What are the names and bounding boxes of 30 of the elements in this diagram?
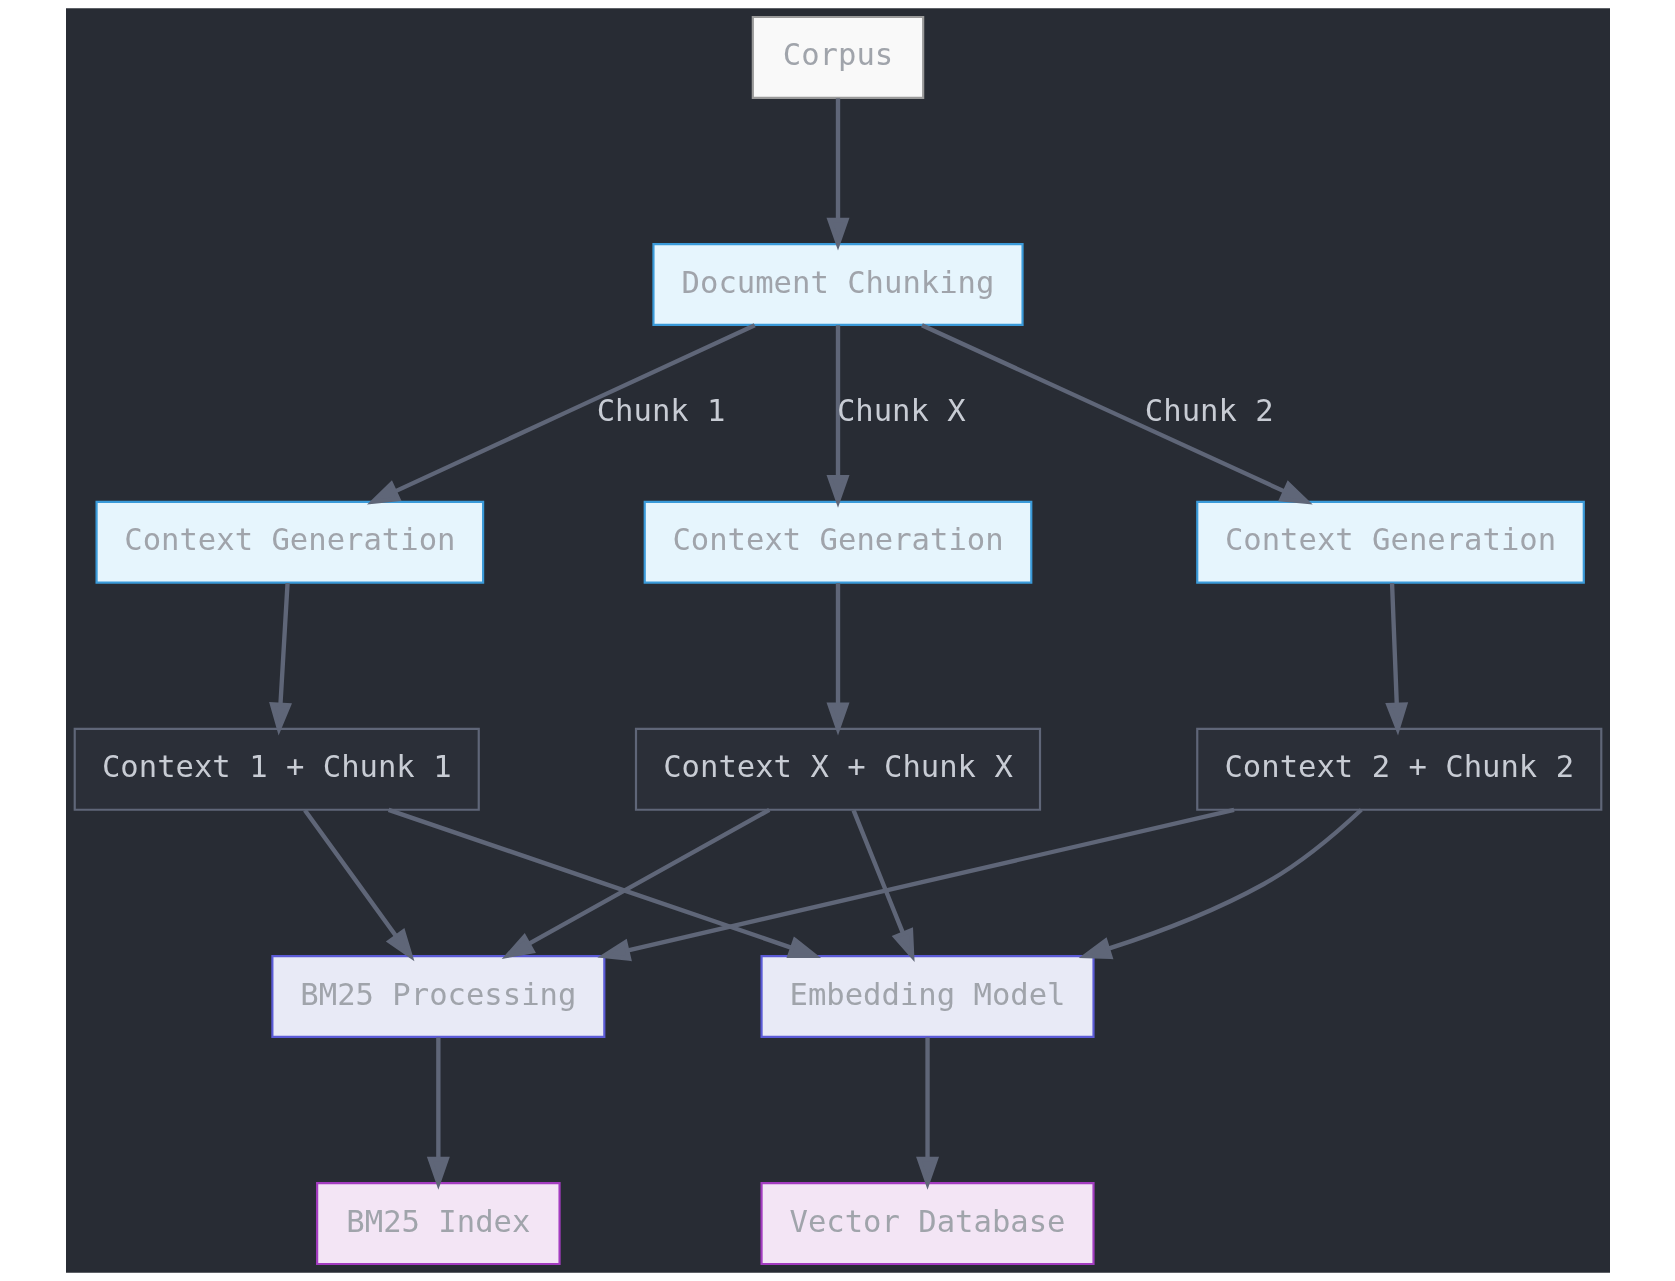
edge-label: Chunk 1 xyxy=(596,393,726,429)
arrow xyxy=(1384,583,1408,736)
arrow xyxy=(501,807,770,959)
arrow xyxy=(366,323,756,505)
edge-label: Chunk X xyxy=(836,393,966,429)
arrow xyxy=(302,809,414,962)
arrow xyxy=(851,809,915,963)
node-box: Document Chunking xyxy=(651,243,1024,326)
node-box: Context 2 + Chunk 2 xyxy=(1195,727,1602,811)
node-box: Embedding Model xyxy=(759,955,1095,1038)
node-box: BM25 Processing xyxy=(270,955,605,1038)
arrow xyxy=(596,807,1235,962)
node-box: Context Generation xyxy=(1195,500,1585,584)
node-box: Context 1 + Chunk 1 xyxy=(73,727,480,811)
node-box: Vector Database xyxy=(759,1182,1095,1266)
edge-label: Chunk 2 xyxy=(1144,393,1274,429)
node-box: BM25 Index xyxy=(315,1182,561,1266)
arrow xyxy=(920,323,1313,505)
arrow xyxy=(826,583,849,736)
arrow xyxy=(426,1037,450,1190)
node-box: Corpus xyxy=(751,15,924,99)
node-box: Context X + Chunk X xyxy=(634,727,1041,811)
arrow xyxy=(387,807,821,959)
node-box: Context Generation xyxy=(94,500,484,584)
arrow xyxy=(915,1037,939,1190)
arrow xyxy=(1078,808,1363,960)
arrow xyxy=(826,98,849,251)
node-box: Context Generation xyxy=(643,500,1032,584)
arrow xyxy=(826,325,849,508)
arrow xyxy=(268,583,292,736)
